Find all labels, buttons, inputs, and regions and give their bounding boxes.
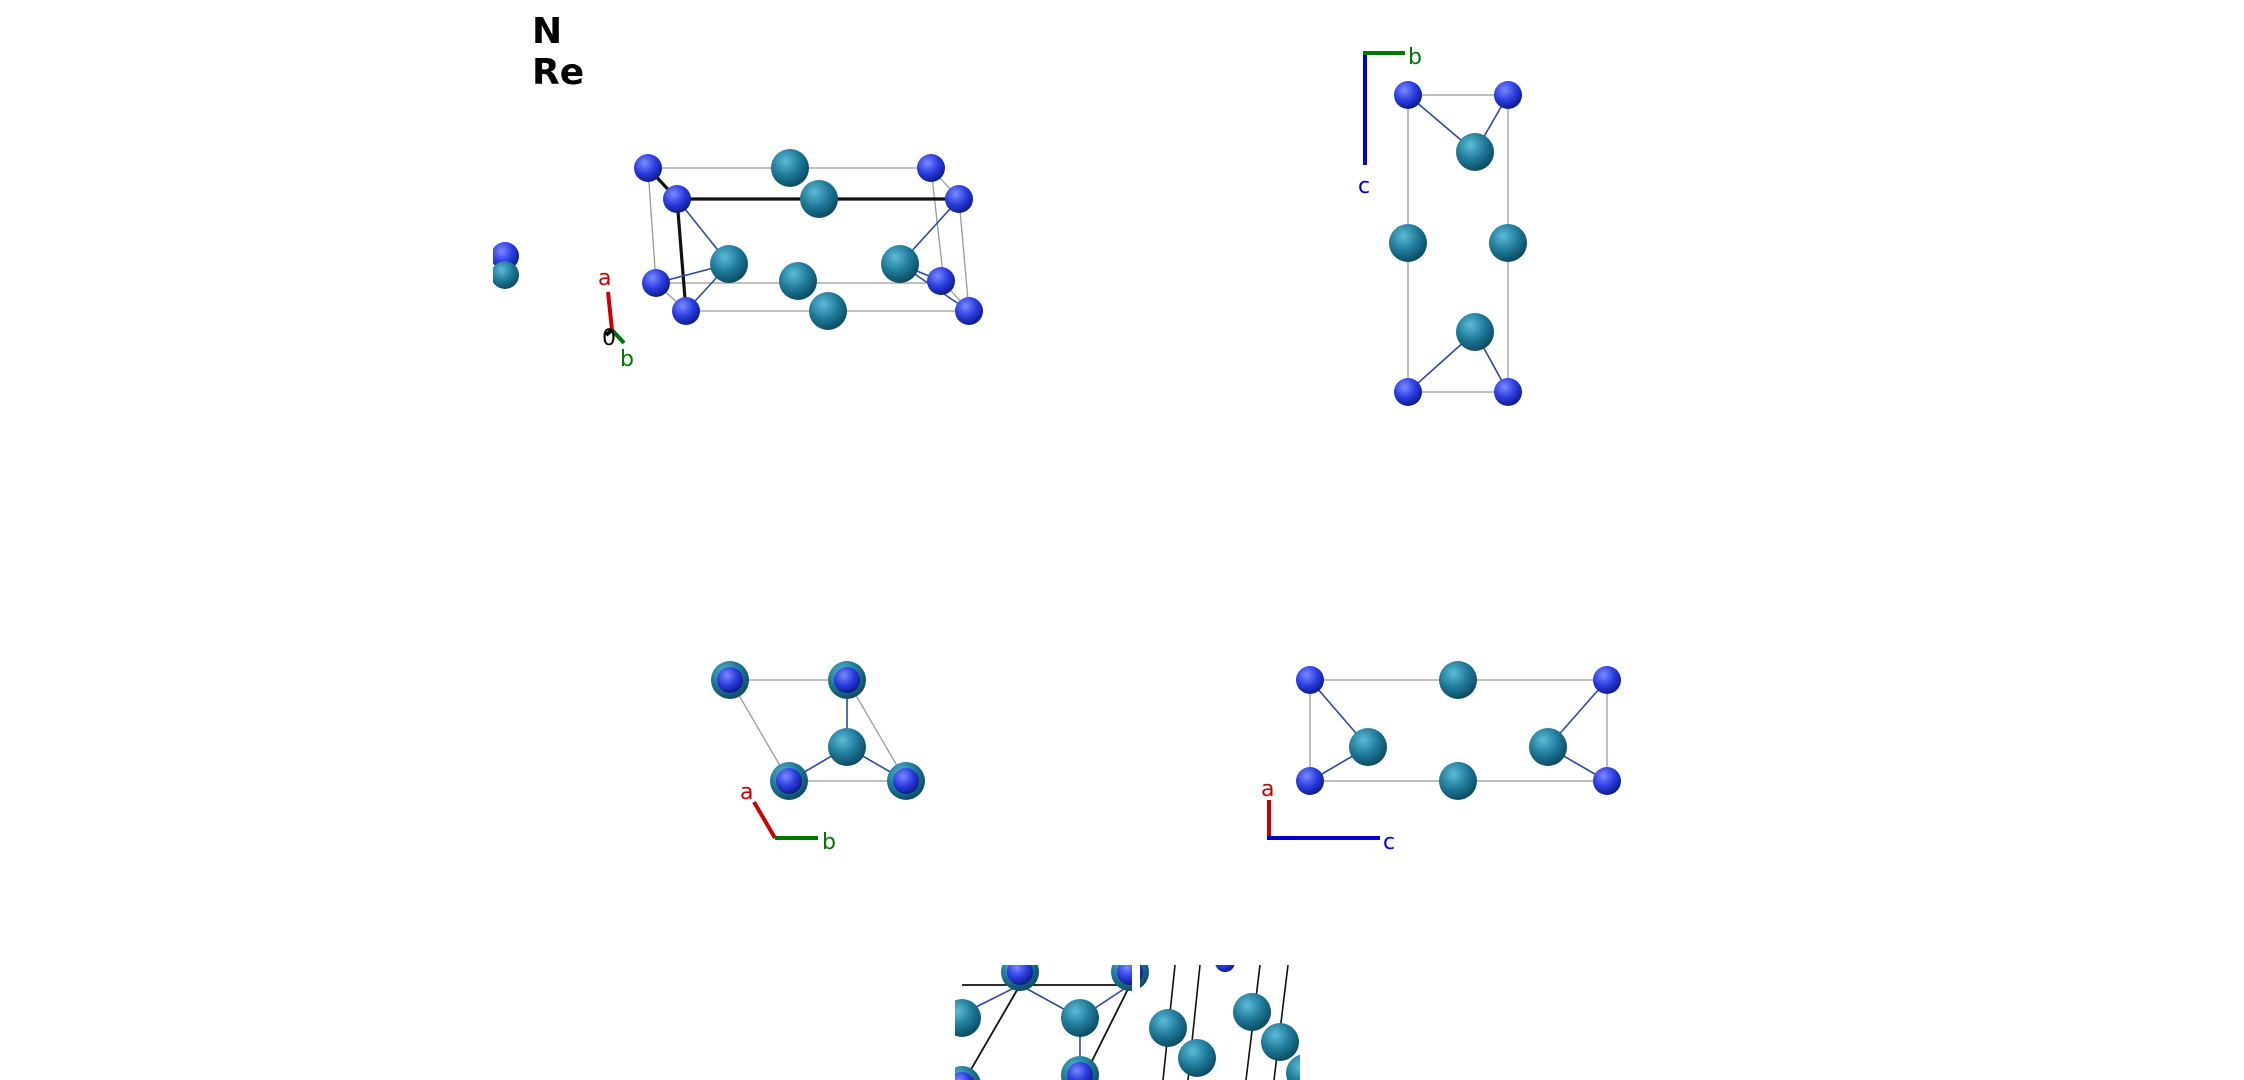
atom-n [1067,1062,1093,1080]
atom-re [771,149,809,187]
atom-n [1593,666,1621,694]
atom-n [834,667,860,693]
axis-label-b: b [1408,45,1422,70]
view-along-a: b c [1358,45,1527,406]
supercell-left-block [955,965,1149,1080]
atom-n [1593,767,1621,795]
atom-n [634,154,662,182]
atom-re [955,999,981,1037]
atom-n [1494,378,1522,406]
atom-re [1389,224,1427,262]
atom-re [1061,999,1099,1037]
axis-triad-along-c: a b [740,780,836,855]
atom-re [1286,1054,1300,1080]
perspective-view: a b 0 [470,149,983,372]
atom-n [1394,378,1422,406]
supercell-view-cropped [955,965,1300,1080]
cell-edge-bold-a [675,198,688,312]
atom-re [1149,1009,1187,1047]
atom-n [955,297,983,325]
atom-re [1349,728,1387,766]
element-legend: N Re [532,11,584,93]
axis-label-a: a [598,266,611,291]
atom-n [672,297,700,325]
atom-re [828,728,866,766]
atom-re [809,292,847,330]
atom-n [893,768,919,794]
atom-re [1178,1039,1216,1077]
atom-re [779,262,817,300]
axis-triad-along-a: b c [1358,45,1422,199]
supercell-right-block [1149,965,1300,1080]
atom-n [1215,965,1235,972]
atom-re [881,245,919,283]
axis-label-origin: 0 [602,326,616,351]
axis-label-a: a [740,780,753,805]
legend-item-re: Re [532,52,584,93]
atom-n [663,185,691,213]
atom-n [1494,81,1522,109]
atom-re [800,180,838,218]
atom-re [1439,661,1477,699]
atom-n [1296,666,1324,694]
atom-n [955,1072,974,1080]
atom-re [1261,1023,1299,1061]
axis-triad-perspective: a b 0 [598,266,634,372]
atom-n [917,154,945,182]
atom-re [1439,762,1477,800]
atom-n [717,667,743,693]
view-along-b: a c [1261,661,1621,855]
axis-label-c: c [1383,830,1395,855]
atom-n [945,185,973,213]
atom-n [776,768,802,794]
atom-re [1529,728,1567,766]
atom-n [1007,965,1033,985]
legend-item-n: N [532,11,562,52]
axis-label-b: b [822,830,836,855]
atom-n [927,267,955,295]
atom-n [1296,767,1324,795]
atom-re [1489,224,1527,262]
atom-re [1233,993,1271,1031]
atom-n [642,269,670,297]
axis-label-a: a [1261,777,1274,802]
axis-label-c: c [1358,174,1370,199]
axis-label-b: b [620,347,634,372]
atom-re [1456,133,1494,171]
atom-re-partial [491,261,519,289]
atom-re [710,245,748,283]
atom-re [1456,313,1494,351]
view-along-c: a b [711,661,925,855]
atom-n [1394,81,1422,109]
axis-triad-along-b: a c [1261,777,1395,855]
